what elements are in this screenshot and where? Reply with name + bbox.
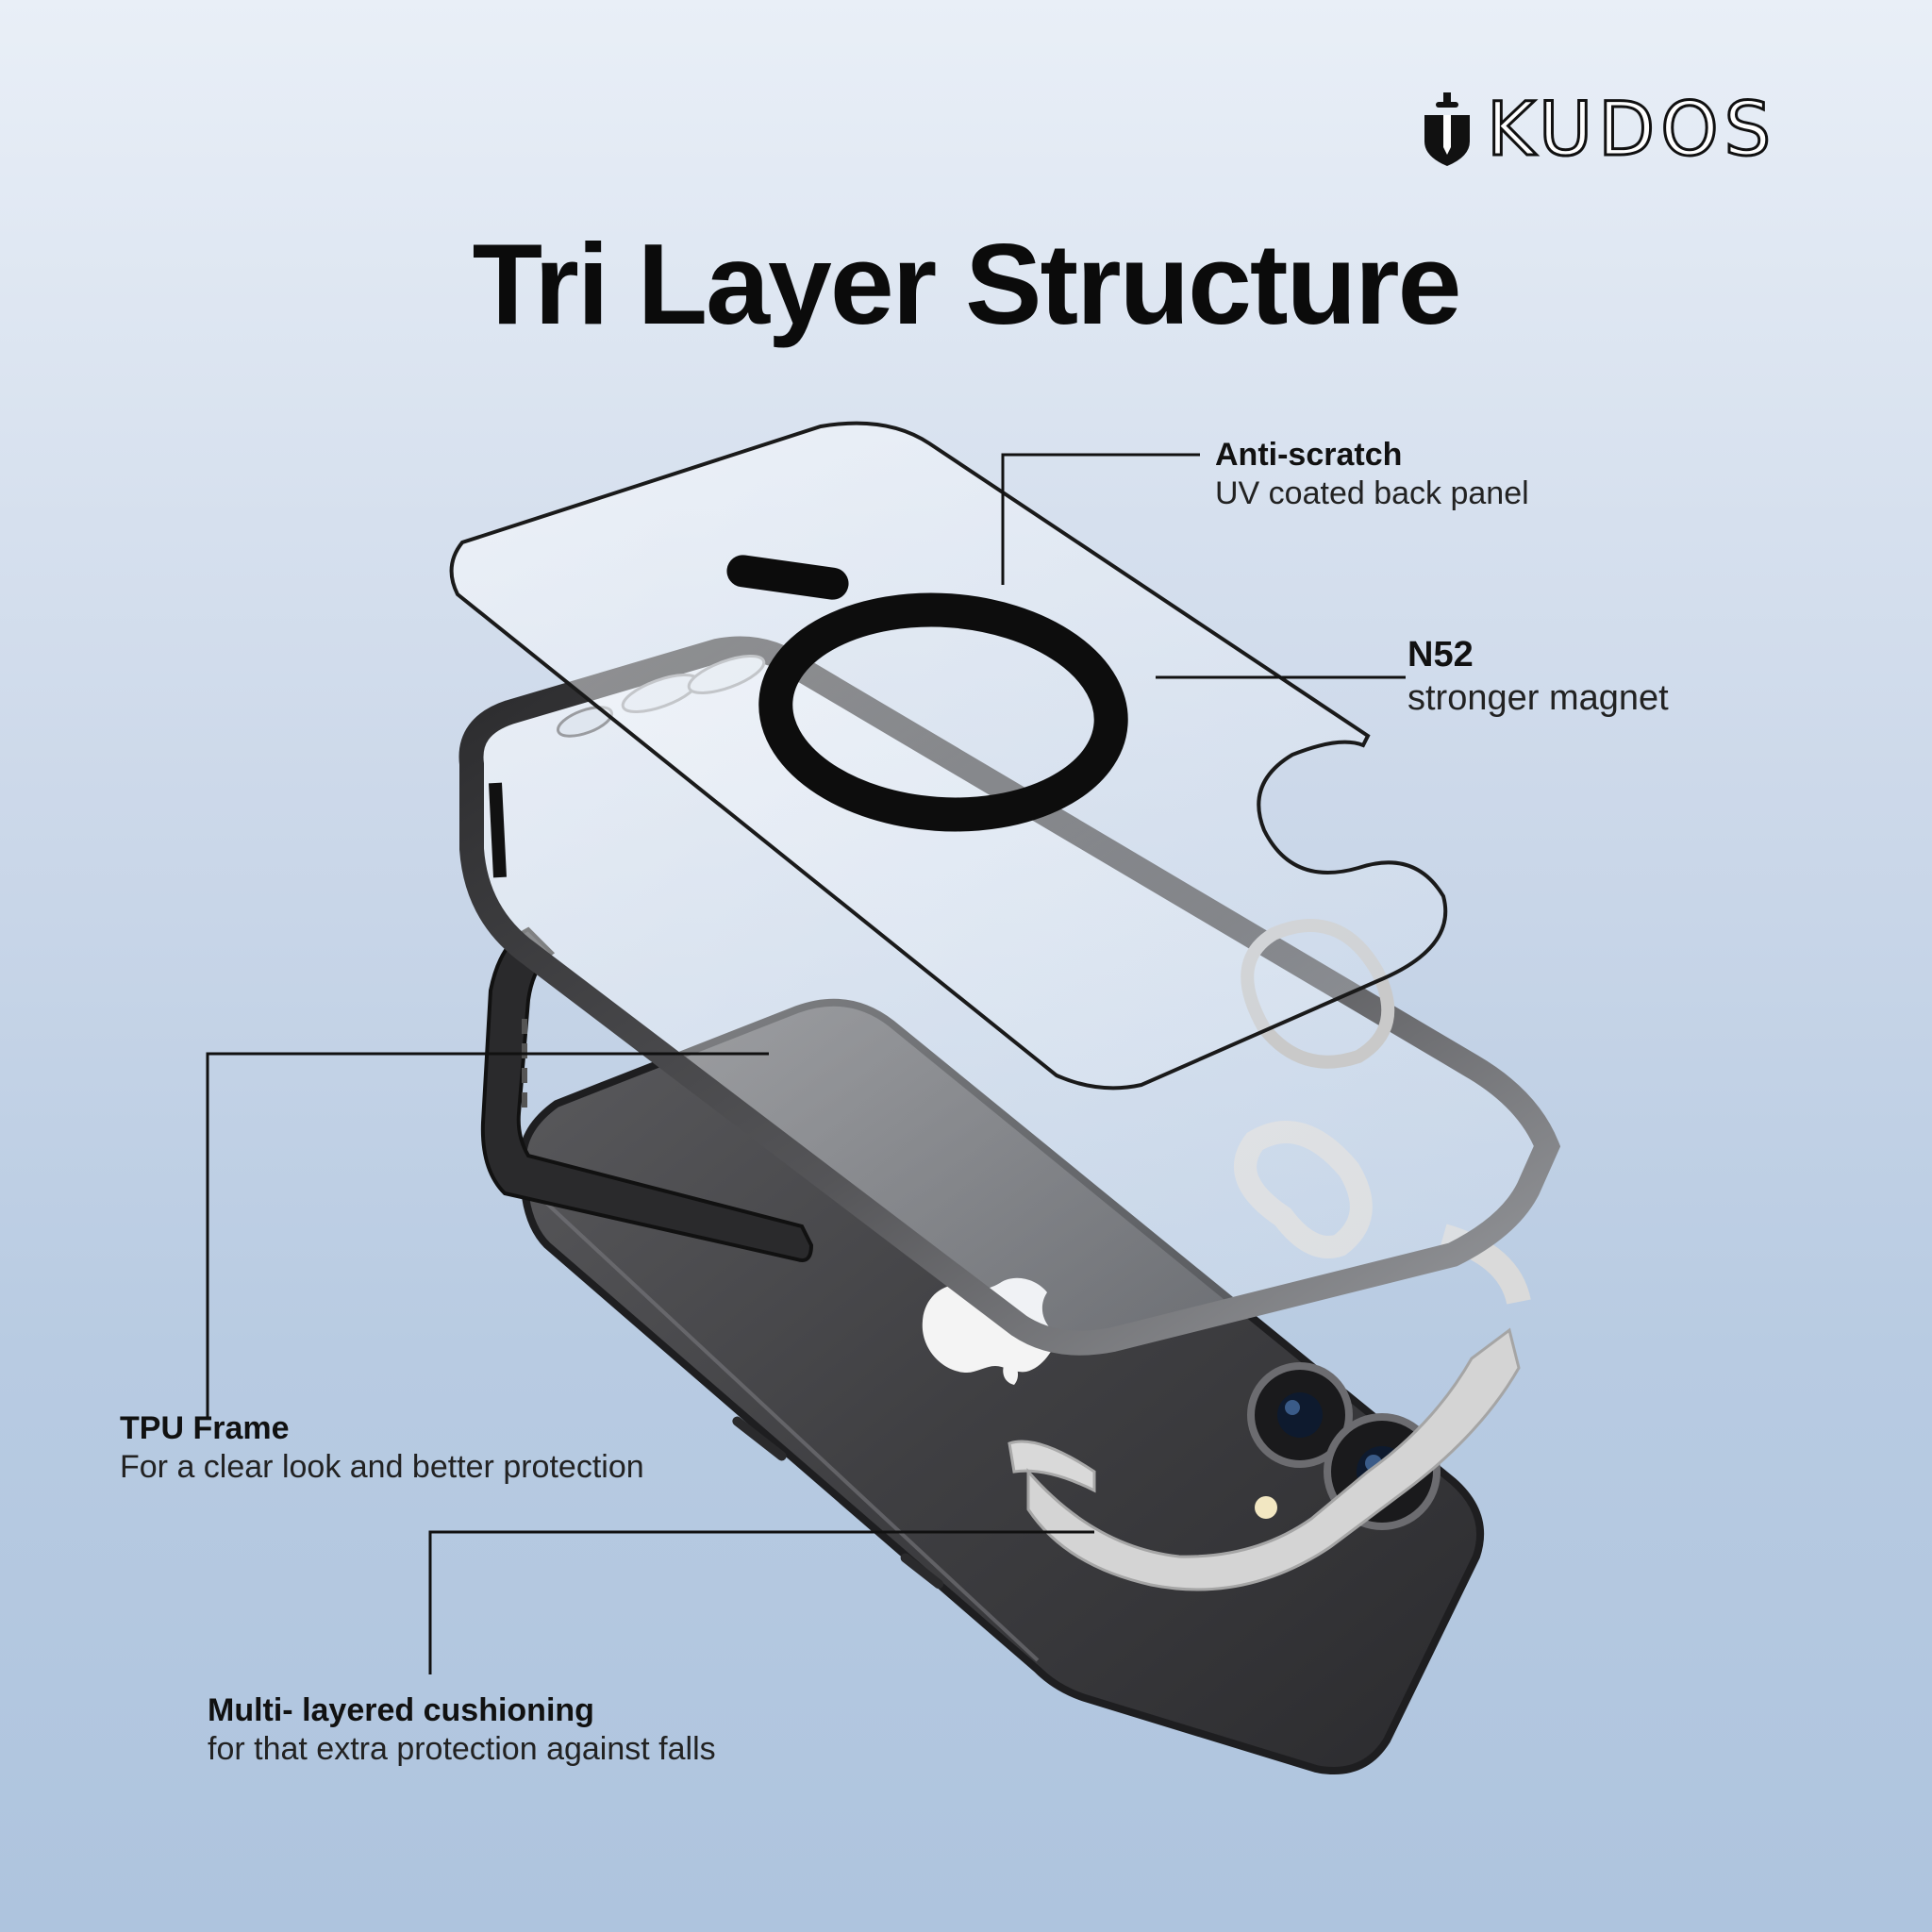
callout-text: UV coated back panel [1215,475,1529,511]
callout-text: For a clear look and better protection [120,1448,644,1485]
brand-name: KUDOS [1485,88,1777,173]
callout-cushioning: Multi- layered cushioning for that extra… [208,1691,716,1769]
shield-sword-icon [1424,92,1470,166]
callout-heading: N52 [1407,635,1474,675]
callout-text: for that extra protection against falls [208,1730,716,1767]
page-title: Tri Layer Structure [472,220,1462,348]
brand-logo: KUDOS [1423,88,1777,173]
callout-heading: TPU Frame [120,1410,290,1446]
callout-tpu-frame: TPU Frame For a clear look and better pr… [120,1409,644,1487]
magnet-ring [758,592,1128,832]
callout-text: stronger magnet [1407,677,1669,718]
tpu-frame-side-piece [480,926,814,1262]
back-panel [449,421,1448,1091]
callout-magnet: N52 stronger magnet [1407,634,1669,720]
callout-heading: Multi- layered cushioning [208,1692,594,1728]
callout-anti-scratch: Anti-scratch UV coated back panel [1215,436,1529,513]
callout-lines [206,453,1406,1674]
callout-heading: Anti-scratch [1215,437,1403,473]
